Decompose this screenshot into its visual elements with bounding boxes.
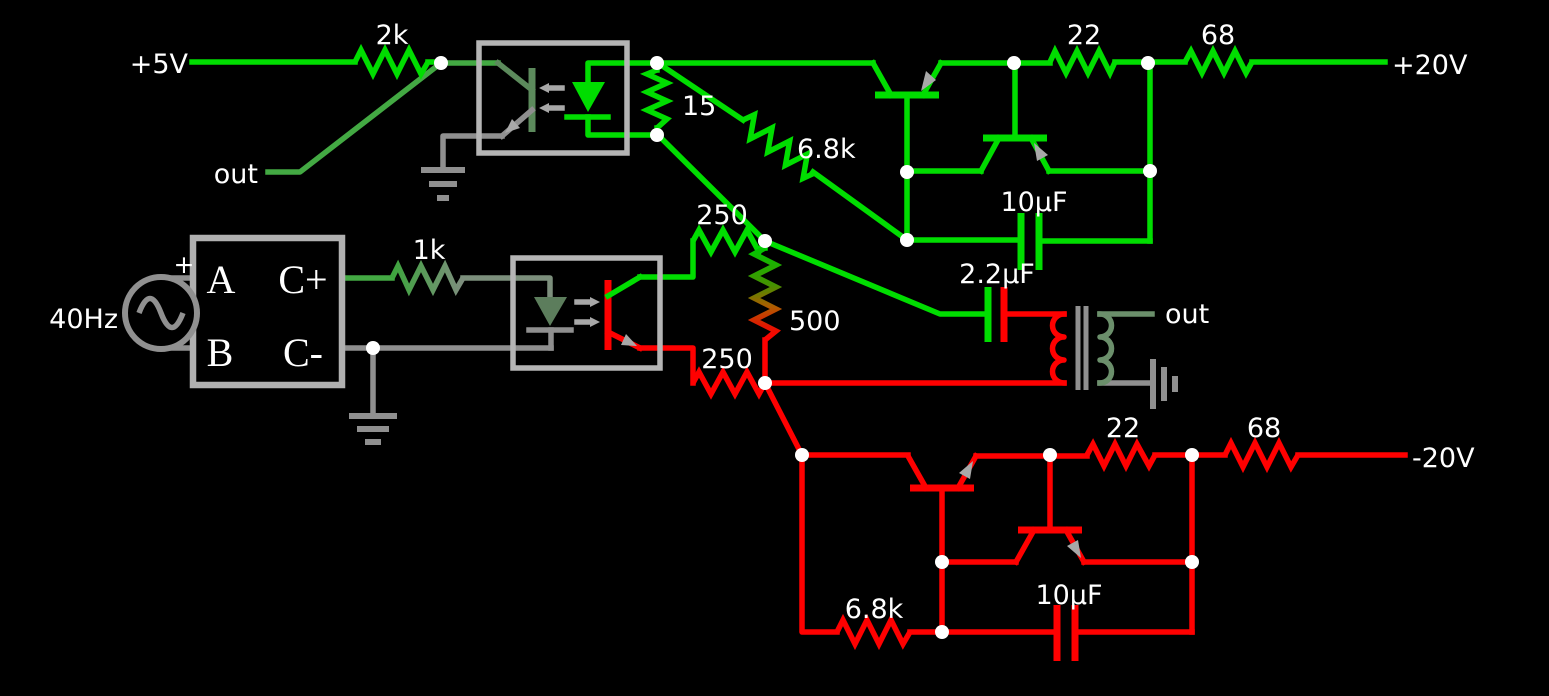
resistor-15[interactable] [639,67,674,131]
resistor-250-top[interactable] [690,224,768,258]
secondary-coil [1097,311,1115,386]
chip-outline [189,234,346,389]
resistor-2k-label: 2k [376,20,409,51]
resistor-1k-label: 1k [413,235,446,266]
resistor-250-top-label: 250 [696,200,748,231]
rail-minus20-label: -20V [1412,443,1475,474]
opto-package-outline [476,40,630,156]
source-polarity-label: + [174,250,195,279]
emitter-arrow-icon [621,334,637,346]
emitter-arrow-icon [959,461,973,479]
resistor-500-label: 500 [789,306,841,337]
resistor-22-top-label: 22 [1067,20,1101,51]
ground-opto1[interactable] [421,167,465,201]
capacitor-10uF-bottom[interactable] [1053,605,1079,661]
driver-chip[interactable]: A C+ B C- [189,234,346,389]
chip-pin-a-label: A [207,257,236,302]
resistor-68-top[interactable] [1182,44,1255,80]
capacitor-10uF-bottom-label: 10µF [1035,580,1102,611]
rail-plus20-label: +20V [1392,50,1468,81]
chip-pin-b-label: B [207,330,234,375]
ac-source[interactable]: + [122,250,200,352]
opto-phototransistor [494,59,536,140]
sine-wave-icon [136,295,186,331]
rail-plus5-label: +5V [130,49,189,80]
capacitor-10uF-top-label: 10µF [1000,187,1067,218]
resistor-22-bottom[interactable] [1084,437,1158,473]
transistor-pnp-top-left[interactable] [869,59,945,99]
emitter-arrow-icon [1067,540,1081,558]
resistor-500[interactable] [747,245,783,343]
light-arrows-icon [539,83,565,113]
resistor-15-label: 15 [682,91,716,122]
resistor-2k[interactable] [352,43,431,81]
out-feedback-label: out [214,159,258,190]
transistor-npn-bottom-left[interactable] [904,452,980,492]
resistor-22-top[interactable] [1047,44,1118,80]
optocoupler-top[interactable] [476,40,630,156]
transformer[interactable] [1049,306,1115,390]
resistor-1k[interactable] [389,259,466,297]
primary-coil [1049,311,1067,386]
emitter-arrow-icon [1034,143,1048,161]
resistor-68-bottom[interactable] [1222,436,1301,474]
resistor-250-bottom-label: 250 [701,344,753,375]
opto-phototransistor [604,273,644,352]
resistor-68-bottom-label: 68 [1247,413,1281,444]
resistor-22-bottom-label: 22 [1106,413,1140,444]
resistor-68-top-label: 68 [1201,20,1235,51]
wires-negative-rail[interactable] [637,311,1408,635]
emitter-arrow-icon [921,71,936,91]
ground-chip[interactable] [349,413,397,445]
light-arrows-icon [574,297,600,327]
resistor-6.8k-top[interactable] [736,110,821,184]
ground-secondary[interactable] [1150,359,1178,409]
opto-led [526,297,574,333]
opto-led [564,82,611,120]
junction-dots [366,56,1199,639]
capacitor-10uF-top[interactable] [1017,213,1043,270]
resistor-6.8k-top-label: 6.8k [797,134,856,165]
chip-pin-cminus-label: C- [283,330,323,375]
transformer-core [1075,306,1089,390]
source-frequency-label: 40Hz [49,304,118,335]
optocoupler-bottom[interactable] [510,255,663,371]
opto-package-outline [510,255,663,371]
transistor-npn-bottom-right[interactable] [1012,526,1088,566]
resistor-6.8k-bottom[interactable] [834,613,913,651]
transistor-pnp-top-right[interactable] [977,60,1053,175]
capacitor-2.2uF[interactable] [984,287,1008,342]
out-secondary-label: out [1165,299,1209,330]
emitter-arrow-icon [505,119,520,133]
chip-pin-cplus-label: C+ [278,257,327,302]
capacitor-2.2uF-label: 2.2µF [959,259,1035,290]
resistor-6.8k-bottom-label: 6.8k [845,594,904,625]
resistor-250-bottom[interactable] [690,366,768,400]
